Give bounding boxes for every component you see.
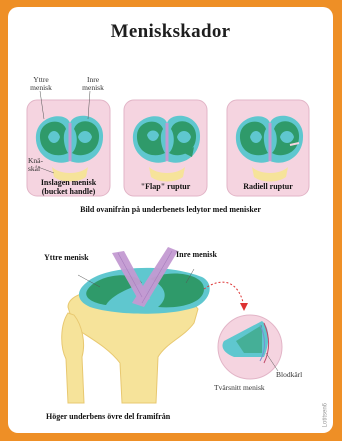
bottom-inner-meniscus-label: Inre menisk	[176, 250, 217, 259]
bottom-outer-meniscus-label: Yttre menisk	[44, 253, 89, 262]
kneecap-label: Knä-skål	[28, 157, 50, 173]
blood-vessel-label: Blodkärl	[276, 371, 302, 379]
panel-3-label: Radiell ruptur	[227, 182, 309, 191]
bottom-caption: Höger underbens övre del framifrån	[46, 412, 170, 421]
corner-tag: Lotitsen6	[322, 403, 328, 427]
cross-section-inset	[218, 315, 282, 379]
cross-section-label: Tvärsnitt menisk	[214, 384, 265, 392]
knee-illustration	[62, 247, 210, 403]
detail-arrowhead	[240, 303, 248, 311]
panel-2-label: "Flap" ruptur	[124, 182, 207, 191]
panel-1-label: Inslagen menisk(bucket handle)	[27, 178, 110, 196]
diagram-card: Meniskskador	[8, 7, 333, 433]
top-caption: Bild ovanifrån på underbenets ledytor me…	[8, 205, 333, 214]
detail-arrow	[204, 282, 244, 307]
